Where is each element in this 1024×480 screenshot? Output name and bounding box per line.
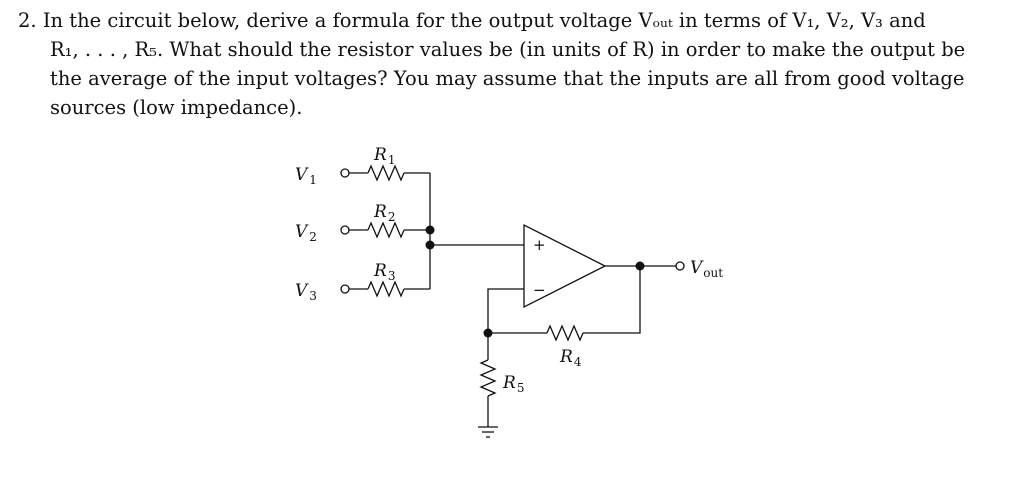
minus-input-wire <box>487 288 524 333</box>
input-branch-2 <box>340 221 430 239</box>
resistor-r3 <box>367 280 405 298</box>
label-r3: R3 <box>373 261 395 283</box>
label-r5: R5 <box>502 373 524 395</box>
problem-line-1: 2. In the circuit below, derive a formul… <box>18 9 926 32</box>
input-branch-3 <box>340 280 430 298</box>
input-terminal-3 <box>340 284 350 294</box>
output-terminal <box>675 261 685 271</box>
opamp-minus-sign: − <box>533 281 546 299</box>
label-vout: Vout <box>690 258 723 280</box>
ground-symbol <box>478 426 498 438</box>
label-r2: R2 <box>373 202 395 224</box>
resistor-r2 <box>367 221 405 239</box>
input-branch-1 <box>340 164 430 182</box>
label-r1: R1 <box>373 145 395 167</box>
junction-dot-1 <box>425 225 435 235</box>
feedback-wire <box>583 266 641 334</box>
problem-line-2: R₁, . . . , R₅. What should the resistor… <box>50 38 966 61</box>
problem-line-4: sources (low impedance). <box>50 96 303 119</box>
opamp-triangle <box>523 223 607 309</box>
resistor-r1 <box>367 164 405 182</box>
junction-dot-4 <box>635 261 645 271</box>
problem-line-3: the average of the input voltages? You m… <box>50 67 965 90</box>
input-terminal-1 <box>340 168 350 178</box>
opamp-plus-sign: + <box>533 236 546 254</box>
problem-number: 2. <box>18 9 37 32</box>
problem-statement: 2. In the circuit below, derive a formul… <box>18 6 1008 122</box>
resistor-r5 <box>479 359 497 397</box>
resistor-r4 <box>546 324 584 342</box>
label-r4: R4 <box>559 347 582 369</box>
input-terminal-2 <box>340 225 350 235</box>
